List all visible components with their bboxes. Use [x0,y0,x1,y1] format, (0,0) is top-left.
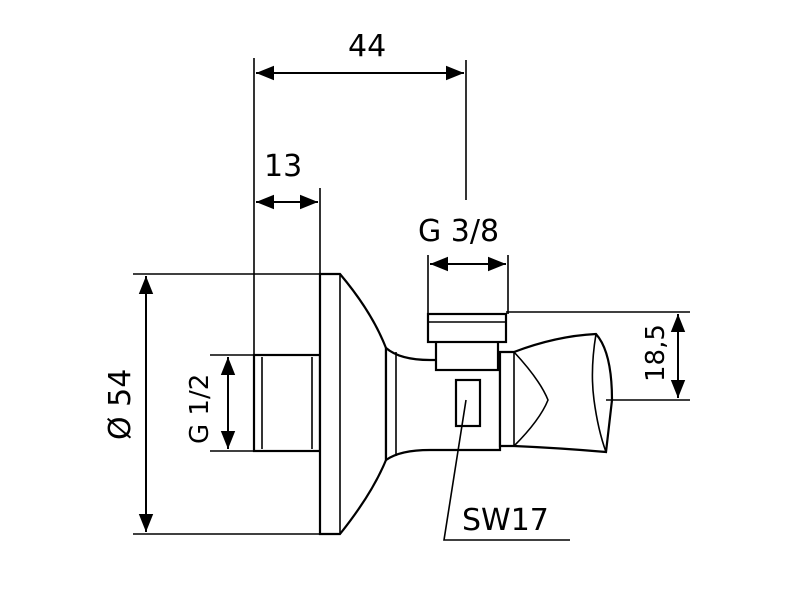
flange-rosette [318,272,388,536]
body-tube [384,345,502,463]
valve-handle-facet [513,351,549,447]
label-wrench-size: SW17 [462,503,549,538]
sw17-leader-line [443,399,570,541]
label-flange-diameter: Ø 54 [103,369,138,440]
label-thread-length: 13 [264,149,302,184]
label-outlet-thread: G 3/8 [418,214,499,249]
dimension-lines [138,65,686,541]
valve-handle [498,332,614,454]
outlet-neck [434,336,500,372]
valve-handle-facet-right [591,333,607,453]
label-overall-width: 44 [348,29,386,64]
outlet-thread-cap [426,312,508,344]
label-inlet-thread: G 1/2 [185,374,215,444]
extension-lines [133,58,690,535]
spindle-flat [454,378,482,428]
label-outlet-height: 18,5 [641,324,671,382]
dimension-labels: 44 13 G 3/8 SW17 Ø 54 G 1/2 18,5 [103,29,671,538]
inlet-nipple [252,353,322,453]
valve-body [252,272,614,536]
